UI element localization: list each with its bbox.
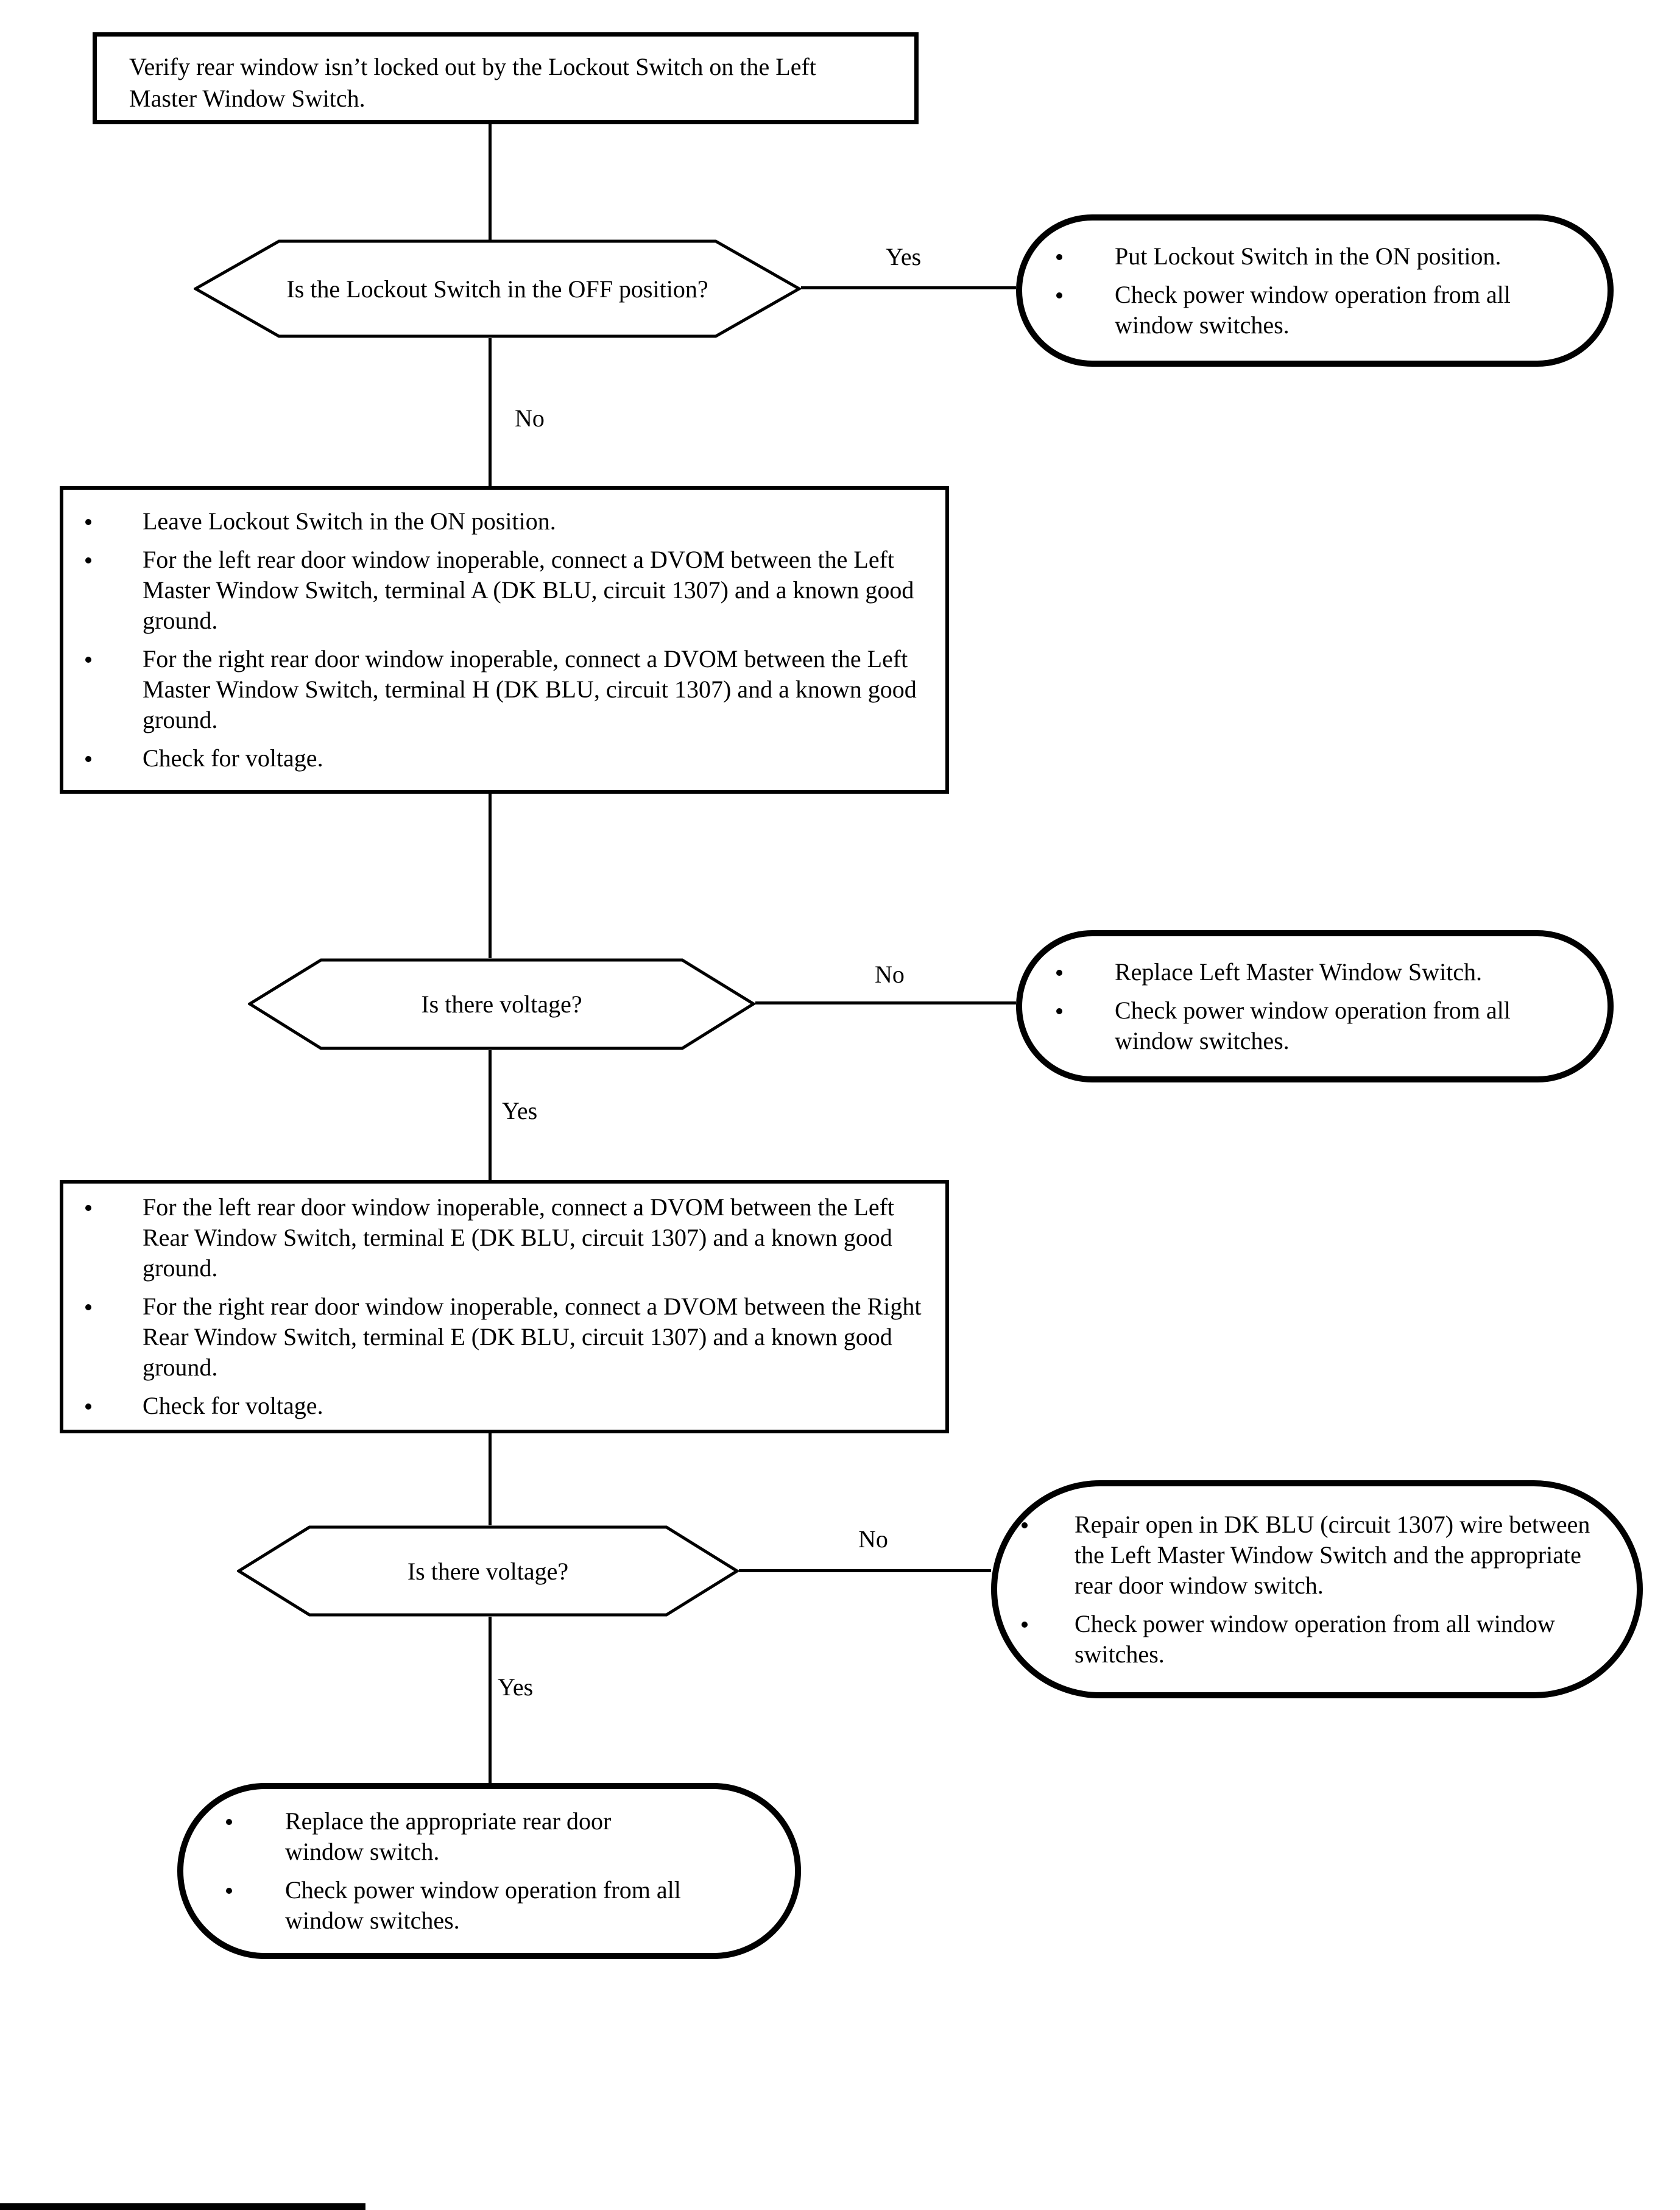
decision3-node: Is there voltage? [237,1525,739,1617]
list-item: For the right rear door window inoperabl… [63,644,945,735]
list-item: Put Lockout Switch in the ON position. [1022,241,1608,272]
result-no3-node: Repair open in DK BLU (circuit 1307) wir… [991,1480,1643,1698]
result-no2-node: Replace Left Master Window Switch. Check… [1016,930,1614,1082]
connector-decision3-no [739,1569,991,1572]
connector-decision3-yes [489,1617,492,1783]
list-item-text: Check power window operation from all wi… [1075,1609,1555,1668]
bullet-icon [85,756,91,762]
bullet-icon [226,1888,232,1894]
bullet-icon [1056,253,1062,260]
list-item-text: Check power window operation from all wi… [285,1876,681,1934]
bullet-icon [85,519,91,525]
list-item-text: Put Lockout Switch in the ON position. [1115,242,1502,270]
list-item: Replace Left Master Window Switch. [1022,957,1608,987]
connector-process2-decision3 [489,1433,492,1525]
hexagon-shape [194,239,801,338]
list-item-text: Check power window operation from all wi… [1115,996,1511,1054]
list-item-text: Check for voltage. [143,744,323,772]
result-yes3-node: Replace the appropriate rear door window… [177,1783,801,1959]
bullet-icon [85,657,91,663]
start-node-text: Verify rear window isn’t locked out by t… [129,53,816,112]
list-item: Check for voltage. [63,1391,945,1421]
decision1-yes-label: Yes [886,243,922,270]
list-item: Leave Lockout Switch in the ON position. [63,506,945,537]
list-item-text: Repair open in DK BLU (circuit 1307) wir… [1075,1510,1590,1599]
decision2-question: Is there voltage? [421,990,582,1018]
result-yes1-node: Put Lockout Switch in the ON position. C… [1016,214,1614,367]
list-item: For the left rear door window inoperable… [63,545,945,636]
decision1-no-label: No [515,404,545,432]
bullet-icon [1022,1621,1028,1628]
list-item: Check power window operation from all wi… [1022,280,1608,341]
start-node: Verify rear window isn’t locked out by t… [93,32,919,124]
process1-node: Leave Lockout Switch in the ON position.… [60,486,949,794]
connector-decision2-yes [489,1050,492,1180]
connector-decision1-yes [801,286,1016,289]
list-item: Check power window operation from all wi… [997,1609,1637,1670]
decision1-question: Is the Lockout Switch in the OFF positio… [286,275,708,303]
list-item-text: Replace the appropriate rear door window… [285,1807,612,1865]
bullet-icon [1056,969,1062,976]
list-item-text: For the left rear door window inoperable… [143,1193,895,1282]
bullet-icon [85,1205,91,1211]
decision3-question: Is there voltage? [407,1557,569,1585]
list-item: Check power window operation from all wi… [1022,995,1608,1056]
list-item-text: Leave Lockout Switch in the ON position. [143,507,556,535]
decision3-yes-label: Yes [498,1673,534,1701]
list-item: Repair open in DK BLU (circuit 1307) wir… [997,1509,1637,1601]
decision2-no-label: No [875,961,905,988]
bullet-icon [1056,1008,1062,1014]
decision1-node: Is the Lockout Switch in the OFF positio… [194,239,801,338]
scan-artifact-bar [0,2203,365,2210]
list-item-text: For the left rear door window inoperable… [143,546,914,634]
list-item: For the left rear door window inoperable… [63,1192,945,1283]
list-item-text: Replace Left Master Window Switch. [1115,958,1483,986]
process2-node: For the left rear door window inoperable… [60,1180,949,1433]
decision2-node: Is there voltage? [248,958,755,1050]
bullet-icon [85,1403,91,1410]
hexagon-shape [248,958,755,1050]
list-item: For the right rear door window inoperabl… [63,1291,945,1383]
list-item: Replace the appropriate rear door window… [183,1806,795,1867]
decision3-no-label: No [858,1525,888,1553]
list-item-text: Check power window operation from all wi… [1115,280,1511,339]
hexagon-shape [237,1525,739,1617]
bullet-icon [85,557,91,563]
list-item-text: For the right rear door window inoperabl… [143,1293,922,1381]
decision2-yes-label: Yes [502,1097,538,1124]
list-item-text: Check for voltage. [143,1392,323,1419]
connector-process1-decision2 [489,794,492,958]
list-item: Check power window operation from all wi… [183,1875,795,1936]
list-item-text: For the right rear door window inoperabl… [143,645,917,733]
connector-decision1-no [489,338,492,486]
bullet-icon [85,1304,91,1310]
bullet-icon [226,1819,232,1825]
list-item: Check for voltage. [63,743,945,774]
bullet-icon [1022,1522,1028,1528]
connector-start-decision1 [489,123,492,241]
bullet-icon [1056,292,1062,298]
connector-decision2-no [755,1001,1016,1004]
